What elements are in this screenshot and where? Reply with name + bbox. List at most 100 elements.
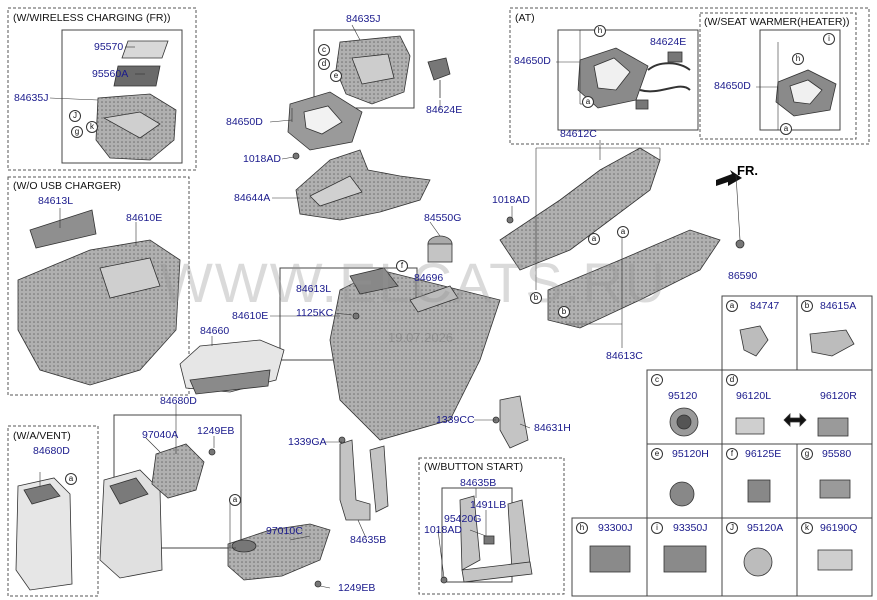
legend-part-96120R[interactable]: 96120R (820, 390, 857, 402)
part-84610E-left[interactable]: 84610E (126, 212, 163, 224)
legend-part-93300J[interactable]: 93300J (598, 522, 633, 534)
pad-95570 (121, 40, 169, 59)
legend-letter-h: h (576, 522, 588, 534)
at-harness-84624E (639, 62, 691, 93)
part-84635B-bs[interactable]: 84635B (460, 477, 497, 489)
legend-part-95580[interactable]: 95580 (822, 448, 852, 460)
legend-part-84747[interactable]: 84747 (750, 300, 780, 312)
part-1018AD-b[interactable]: 1018AD (492, 194, 530, 206)
callout-a-84680d: a (229, 494, 241, 506)
part-1018AD-c[interactable]: 1018AD (424, 524, 462, 536)
legend-84615A-icon (809, 329, 855, 357)
part-84650D-at[interactable]: 84650D (514, 55, 551, 67)
connector-84624E (427, 57, 451, 81)
part-1249EB-a[interactable]: 1249EB (197, 425, 235, 437)
part-84613C[interactable]: 84613C (606, 350, 643, 362)
part-84635B[interactable]: 84635B (350, 534, 387, 546)
part-1339GA[interactable]: 1339GA (288, 436, 327, 448)
legend-95120A-icon (743, 547, 773, 577)
part-95560A[interactable]: 95560A (92, 68, 129, 80)
84635j-inner-box (313, 29, 415, 109)
part-95570[interactable]: 95570 (94, 41, 124, 53)
callout-i-seat: i (823, 33, 835, 45)
part-84696[interactable]: 84696 (414, 272, 444, 284)
legend-part-96125E[interactable]: 96125E (745, 448, 782, 460)
duct-97010C (227, 523, 331, 581)
bracket-84631H (499, 395, 529, 449)
part-84635J[interactable]: 84635J (346, 13, 381, 25)
legend-letter-g: g (801, 448, 813, 460)
leader-lines (39, 24, 779, 589)
part-1125KC[interactable]: 1125KC (296, 307, 334, 319)
legend-letter-d: d (726, 374, 738, 386)
vent-97040A (151, 443, 205, 499)
legend-part-93350J[interactable]: 93350J (673, 522, 708, 534)
wa-vent-panel-84680D (15, 477, 73, 591)
section-wa-vent: (W/A/VENT) (13, 430, 71, 442)
part-95420G[interactable]: 95420G (444, 513, 482, 525)
part-84624E[interactable]: 84624E (426, 104, 463, 116)
watermark-text: WWW.ELCATS.RU (160, 251, 668, 314)
part-1339CC[interactable]: 1339CC (436, 414, 475, 426)
part-84650D-seat[interactable]: 84650D (714, 80, 751, 92)
part-1018AD[interactable]: 1018AD (243, 153, 281, 165)
callout-e: e (330, 70, 342, 82)
part-84613L-left[interactable]: 84613L (38, 195, 74, 207)
clip-86590 (735, 239, 745, 249)
nut-1339GA (338, 436, 346, 444)
callout-a-vent: a (65, 473, 77, 485)
legend-part-96120L[interactable]: 96120L (736, 390, 772, 402)
part-97010C[interactable]: 97010C (266, 525, 303, 537)
at-inner-box (557, 29, 699, 131)
watermark-date: 19.07.2026 (388, 330, 454, 345)
part-97040A[interactable]: 97040A (142, 429, 179, 441)
section-wireless-charging: (W/WIRELESS CHARGING (FR)) (13, 12, 171, 24)
legend-93350J-icon (663, 545, 707, 573)
callout-d: d (318, 58, 330, 70)
callout-k-wireless: k (86, 121, 98, 133)
part-1491LB[interactable]: 1491LB (470, 499, 507, 511)
legend-letter-k: k (801, 522, 813, 534)
part-84680D[interactable]: 84680D (160, 395, 197, 407)
part-86590[interactable]: 86590 (728, 270, 758, 282)
legend-letter-j: J (726, 522, 738, 534)
part-84631H[interactable]: 84631H (534, 422, 571, 434)
panel-84612C (499, 147, 661, 271)
part-84613L-center[interactable]: 84613L (296, 283, 332, 295)
part-84644A[interactable]: 84644A (234, 192, 271, 204)
legend-96120R-icon (817, 417, 849, 437)
swap-arrow-icon (783, 413, 807, 427)
callout-c: c (318, 44, 330, 56)
seat-warmer-inner-box (759, 29, 841, 131)
legend-93300J-icon (589, 545, 631, 573)
part-84650D[interactable]: 84650D (226, 116, 263, 128)
section-at: (AT) (515, 12, 535, 24)
module-95420G (483, 535, 495, 545)
part-84550G[interactable]: 84550G (424, 212, 462, 224)
legend-part-95120A[interactable]: 95120A (747, 522, 784, 534)
part-84680D-vent[interactable]: 84680D (33, 445, 70, 457)
callout-g-wireless: g (71, 126, 83, 138)
part-84612C[interactable]: 84612C (560, 128, 597, 140)
part-84635J-wireless[interactable]: 84635J (14, 92, 49, 104)
legend-letter-i: i (651, 522, 663, 534)
bracket-84635B (339, 439, 371, 521)
part-84660[interactable]: 84660 (200, 325, 230, 337)
front-arrow-icon (716, 170, 742, 186)
callout-b-84613c: b (558, 306, 570, 318)
part-1249EB-b[interactable]: 1249EB (338, 582, 376, 594)
part-84610E-center[interactable]: 84610E (232, 310, 269, 322)
legend-95120H-icon (669, 481, 695, 507)
legend-96125E-icon (747, 479, 771, 503)
screw-1018AD (292, 152, 300, 160)
legend-part-95120[interactable]: 95120 (668, 390, 698, 402)
legend-letter-f: f (726, 448, 738, 460)
callout-h-seat: h (792, 53, 804, 65)
legend-part-84615A[interactable]: 84615A (820, 300, 857, 312)
legend-part-95120H[interactable]: 95120H (672, 448, 709, 460)
part-84624E-at[interactable]: 84624E (650, 36, 687, 48)
legend-96190Q-icon (817, 549, 853, 571)
legend-part-96190Q[interactable]: 96190Q (820, 522, 858, 534)
wo-usb-section-box (7, 176, 190, 396)
